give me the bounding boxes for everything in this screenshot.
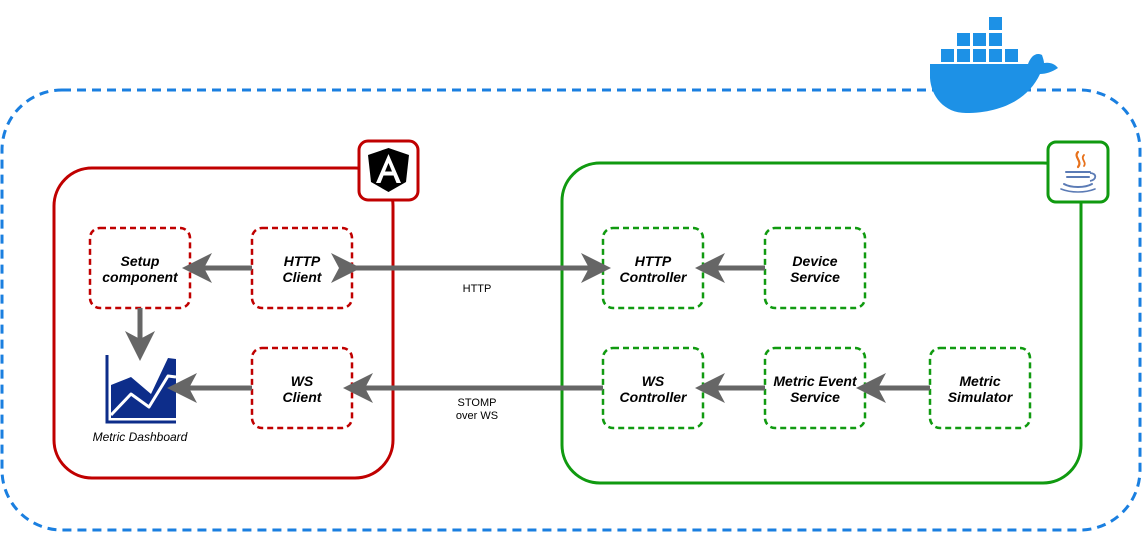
- metric-simulator-label-line2: Simulator: [948, 389, 1014, 405]
- ws-client-label-line2: Client: [283, 389, 323, 405]
- ws-controller-label-line2: Controller: [620, 389, 688, 405]
- angular-frontend-group: [52, 166, 395, 480]
- docker-whale-icon: [930, 17, 1058, 113]
- http-edge-label: HTTP: [463, 283, 492, 295]
- java-cup-icon: [1046, 140, 1110, 204]
- device-service-label-line2: Service: [790, 269, 840, 285]
- stomp-edge-label-line1: STOMP: [458, 397, 497, 409]
- angular-shield-icon: [357, 139, 420, 202]
- device-service-label-line1: Device: [792, 253, 837, 269]
- device-service-node: Device Service: [763, 226, 867, 310]
- setup-component-label-line1: Setup: [121, 253, 160, 269]
- http-client-node: HTTP Client: [250, 226, 354, 310]
- metric-simulator-node: Metric Simulator: [928, 346, 1032, 430]
- metric-dashboard-caption: Metric Dashboard: [93, 430, 188, 444]
- http-client-label-line2: Client: [283, 269, 323, 285]
- metric-event-service-node: Metric Event Service: [763, 346, 867, 430]
- ws-client-label-line1: WS: [291, 373, 314, 389]
- http-controller-label-line2: Controller: [620, 269, 688, 285]
- metric-event-service-label-line1: Metric Event: [773, 373, 858, 389]
- ws-client-node: WS Client: [250, 346, 354, 430]
- http-controller-label-line1: HTTP: [635, 253, 672, 269]
- http-client-label-line1: HTTP: [284, 253, 321, 269]
- setup-component-label-line2: component: [102, 269, 179, 285]
- http-controller-node: HTTP Controller: [601, 226, 705, 310]
- java-backend-group: [560, 161, 1083, 485]
- metric-simulator-label-line1: Metric: [959, 373, 1000, 389]
- metric-event-service-label-line2: Service: [790, 389, 840, 405]
- docker-container: [0, 88, 1142, 532]
- ws-controller-label-line1: WS: [642, 373, 665, 389]
- area-chart-icon: [105, 355, 177, 424]
- stomp-edge-label-line2: over WS: [456, 410, 498, 422]
- setup-component-node: Setup component: [88, 226, 192, 310]
- ws-controller-node: WS Controller: [601, 346, 705, 430]
